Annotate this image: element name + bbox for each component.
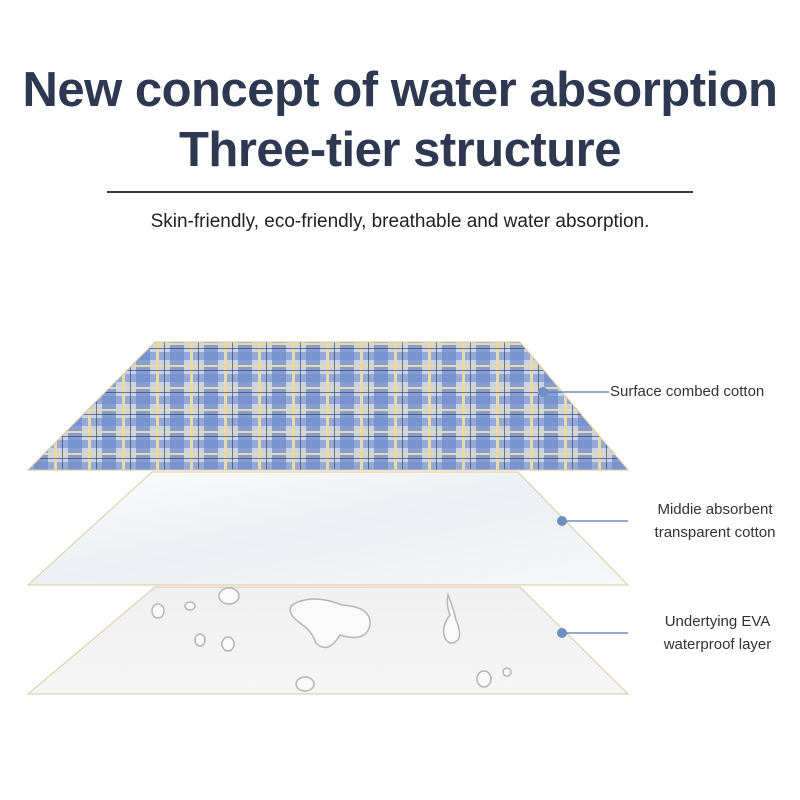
title-line-1: New concept of water absorption bbox=[22, 63, 778, 117]
middle-layer-label-line2: transparent cotton bbox=[654, 524, 776, 541]
title-line-2: Three-tier structure bbox=[178, 123, 622, 177]
subtitle: Skin-friendly, eco-friendly, breathable … bbox=[150, 211, 650, 232]
surface-layer-label: Surface combed cotton bbox=[610, 383, 765, 400]
bottom-layer-label: Undertying EVA waterproof layer bbox=[645, 610, 790, 656]
surface-cotton-layer bbox=[26, 341, 630, 471]
divider bbox=[107, 191, 693, 193]
callout-lines bbox=[538, 387, 628, 638]
bottom-layer-label-line2: waterproof layer bbox=[663, 636, 772, 653]
bottom-layer-label-line1: Undertying EVA bbox=[664, 613, 771, 630]
middle-layer-label-line1: Middie absorbent bbox=[657, 501, 773, 518]
middle-layer-label: Middie absorbent transparent cotton bbox=[640, 498, 790, 544]
water-droplets bbox=[151, 587, 512, 692]
absorbent-cotton-layer bbox=[26, 471, 630, 586]
